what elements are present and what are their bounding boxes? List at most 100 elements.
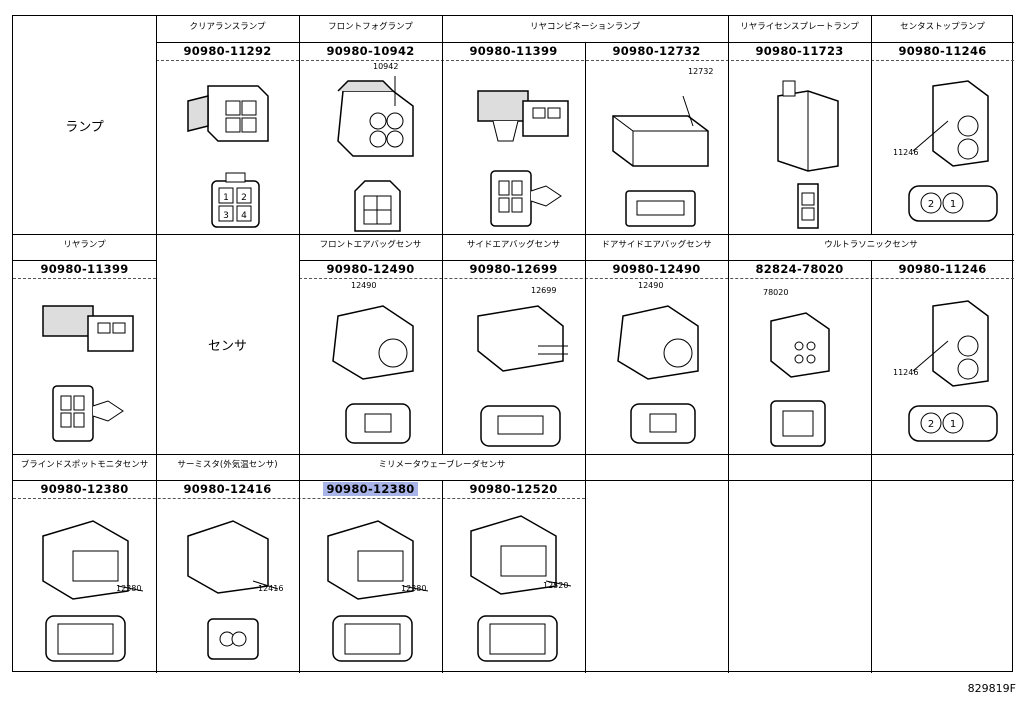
category-sensor: センサ [207,338,247,354]
svg-text:1: 1 [223,193,229,203]
svg-text:3: 3 [223,211,229,221]
part-number[interactable]: 90980-12490 [326,262,415,276]
pn-divider [13,278,156,279]
connector-housing-icon [470,515,571,595]
callout-label: 11246 [893,368,919,377]
svg-text:2: 2 [241,193,247,203]
part-number[interactable]: 90980-12732 [612,44,701,58]
part-number-highlight[interactable]: 90980-12380 [323,482,418,496]
svg-text:1: 1 [950,199,956,210]
callout-label: 12416 [258,584,284,593]
part-number[interactable]: 90980-12490 [612,262,701,276]
header-thermistor: サーミスタ(外気温センサ) [177,460,278,470]
header-rear-lamp: リヤランプ [63,240,106,250]
col-divider [585,454,586,673]
header-divider [13,260,156,261]
header-front-airbag-sensor: フロントエアバッグセンサ [319,240,422,250]
connector-housing-icon [912,300,989,387]
callout-label: 11246 [893,148,919,157]
connector-face-icon [630,403,696,444]
col-divider [299,16,300,673]
header-rear-combination-lamp: リヤコンビネーションランプ [529,22,641,32]
svg-text:2: 2 [928,419,934,430]
col-divider [442,42,443,234]
header-license-plate-lamp: リヤライセンスプレートランプ [740,22,859,32]
callout-label: 10942 [373,62,399,71]
header-center-stop-lamp: センタストップランプ [900,22,985,32]
part-number[interactable]: 90980-12416 [183,482,272,496]
connector-chart: ランプ クリアランスランプ フロントフォグランプ リヤコンビネーションランプ リ… [12,15,1014,673]
part-number[interactable]: 90980-11246 [898,262,987,276]
connector-face-icon [477,615,558,662]
col-divider [871,260,872,454]
callout-label: 12380 [116,584,142,593]
col-divider [442,234,443,454]
connector-housing-icon [187,520,279,594]
part-number[interactable]: 82824-78020 [755,262,844,276]
category-lamp: ランプ [65,119,104,135]
callout-label: 12699 [531,286,557,295]
part-number[interactable]: 90980-11292 [183,44,272,58]
row-divider [13,454,1014,455]
connector-housing-icon [612,95,709,167]
connector-face-icon [332,615,413,662]
connector-face-icon [354,180,401,232]
col-divider [871,454,872,673]
part-number[interactable]: 90980-12699 [469,262,558,276]
connector-housing-icon [912,80,989,167]
connector-housing-icon [477,305,568,372]
part-number[interactable]: 90980-11399 [40,262,129,276]
col-divider [585,42,586,454]
svg-text:1: 1 [950,419,956,430]
callout-label: 12490 [351,281,377,290]
header-clearance-lamp: クリアランスランプ [189,22,266,32]
header-divider [13,480,1014,481]
connector-face-icon [797,183,819,229]
part-number[interactable]: 90980-10942 [326,44,415,58]
header-millimeter-wave-radar-sensor: ミリメータウェーブレーダセンサ [378,460,506,470]
header-side-airbag-sensor: サイドエアバッグセンサ [466,240,561,250]
part-number[interactable]: 90980-12380 [40,482,129,496]
connector-housing-icon [332,305,414,380]
connector-face-icon [480,405,561,447]
connector-housing-icon [617,305,699,380]
header-door-side-airbag-sensor: ドアサイドエアバッグセンサ [601,240,712,250]
connector-housing-icon [777,80,839,172]
connector-housing-icon [187,85,269,142]
connector-face-icon [770,400,826,447]
col-divider [871,16,872,234]
callout-label: 12520 [543,581,569,590]
callout-label: 78020 [763,288,789,297]
diagram-code: 829819F [967,682,1016,695]
callout-label: 12732 [688,67,714,76]
connector-face-icon [45,615,126,662]
header-ultrasonic-sensor: ウルトラソニックセンサ [824,240,918,250]
connector-housing-icon [42,305,134,352]
svg-text:2: 2 [928,199,934,210]
part-number[interactable]: 90980-11246 [898,44,987,58]
callout-label: 12490 [638,281,664,290]
connector-housing-icon [337,76,414,157]
connector-housing-icon [42,520,143,600]
connector-face-icon [207,618,259,660]
header-front-fog-lamp: フロントフォグランプ [328,22,413,32]
header-divider [299,260,1014,261]
connector-face-icon [490,170,562,227]
part-number[interactable]: 90980-12520 [469,482,558,496]
connector-housing-icon [477,90,569,142]
pn-divider [299,278,1014,279]
row-divider [13,234,1014,235]
connector-face-icon [625,190,696,227]
col-divider [728,16,729,673]
connector-face-icon [345,403,411,444]
col-divider [156,16,157,673]
part-number[interactable]: 90980-11399 [469,44,558,58]
part-number[interactable]: 90980-11723 [755,44,844,58]
col-divider [442,480,443,673]
header-blind-spot-monitor-sensor: ブラインドスポットモニタセンサ [20,460,149,470]
connector-housing-icon [327,520,428,600]
part-number-selected[interactable]: 90980-12380 [299,480,442,498]
